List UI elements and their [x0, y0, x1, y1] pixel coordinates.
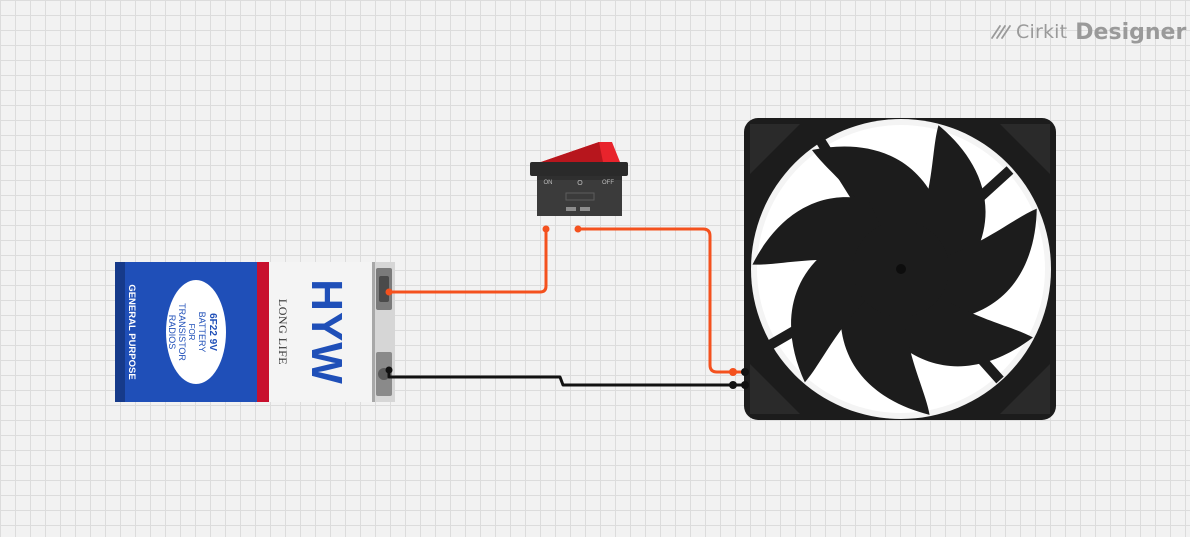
- fan-negative-pin[interactable]: [741, 381, 749, 389]
- switch-pin-1: [566, 207, 576, 211]
- battery-terminal-cap-edge: [372, 262, 375, 402]
- battery-side-label: GENERAL PURPOSE: [126, 284, 137, 379]
- battery-spec-line-4: TRANSISTOR: [177, 303, 187, 361]
- battery-tagline: LONG LIFE: [276, 299, 290, 365]
- switch-body: [537, 176, 622, 216]
- battery-spec-line-3: FOR: [187, 324, 196, 341]
- wire-battery-positive-to-switch[interactable]: [387, 227, 548, 294]
- brand-name: Cirkit: [1016, 21, 1068, 43]
- battery-brand: HYW: [302, 279, 351, 385]
- switch-off-label: OFF: [602, 180, 614, 186]
- battery-side-strip: [115, 262, 125, 402]
- connection-points[interactable]: [385, 225, 750, 390]
- switch-body-lip: [537, 176, 622, 180]
- rocker-switch[interactable]: ON O OFF: [530, 142, 628, 216]
- switch-pin-2: [580, 207, 590, 211]
- switch-notch: [565, 192, 595, 201]
- battery-positive-terminal-inner: [379, 276, 389, 302]
- cirkit-designer-logo: Cirkit Designer: [990, 18, 1186, 46]
- wires[interactable]: [387, 227, 747, 387]
- battery-spec-line-1: 6F22 9V: [207, 313, 218, 351]
- battery-positive-pin[interactable]: [385, 288, 393, 296]
- switch-bezel: [530, 162, 628, 176]
- switch-rocker-shade: [541, 142, 603, 162]
- fan-positive-pin-lead[interactable]: [729, 368, 737, 376]
- dc-fan[interactable]: [744, 118, 1056, 420]
- wire-switch-to-fan-positive[interactable]: [576, 227, 747, 374]
- switch-center-label: O: [577, 180, 583, 187]
- battery-spec-line-5: RADIOS: [167, 315, 177, 350]
- battery-spec-line-2: BATTERY: [197, 312, 207, 353]
- fan-negative-pin-lead[interactable]: [729, 381, 737, 389]
- battery-9v[interactable]: 6F22 9V BATTERY FOR TRANSISTOR RADIOS GE…: [115, 262, 395, 402]
- battery-negative-pin[interactable]: [385, 366, 393, 374]
- cirkit-logo-icon: [991, 25, 1011, 39]
- wire-battery-negative-to-fan[interactable]: [387, 368, 747, 387]
- switch-pin-2-point[interactable]: [574, 225, 582, 233]
- switch-pin-1-point[interactable]: [542, 225, 550, 233]
- fan-positive-pin[interactable]: [741, 368, 749, 376]
- battery-spec-oval: [166, 280, 226, 384]
- fan-corner-pads: [750, 124, 1050, 414]
- switch-on-label: ON: [544, 180, 553, 186]
- battery-red-band: [257, 262, 269, 402]
- fan-hub-center: [896, 264, 906, 274]
- brand-product: Designer: [1075, 19, 1187, 45]
- battery-label-area: [269, 262, 373, 402]
